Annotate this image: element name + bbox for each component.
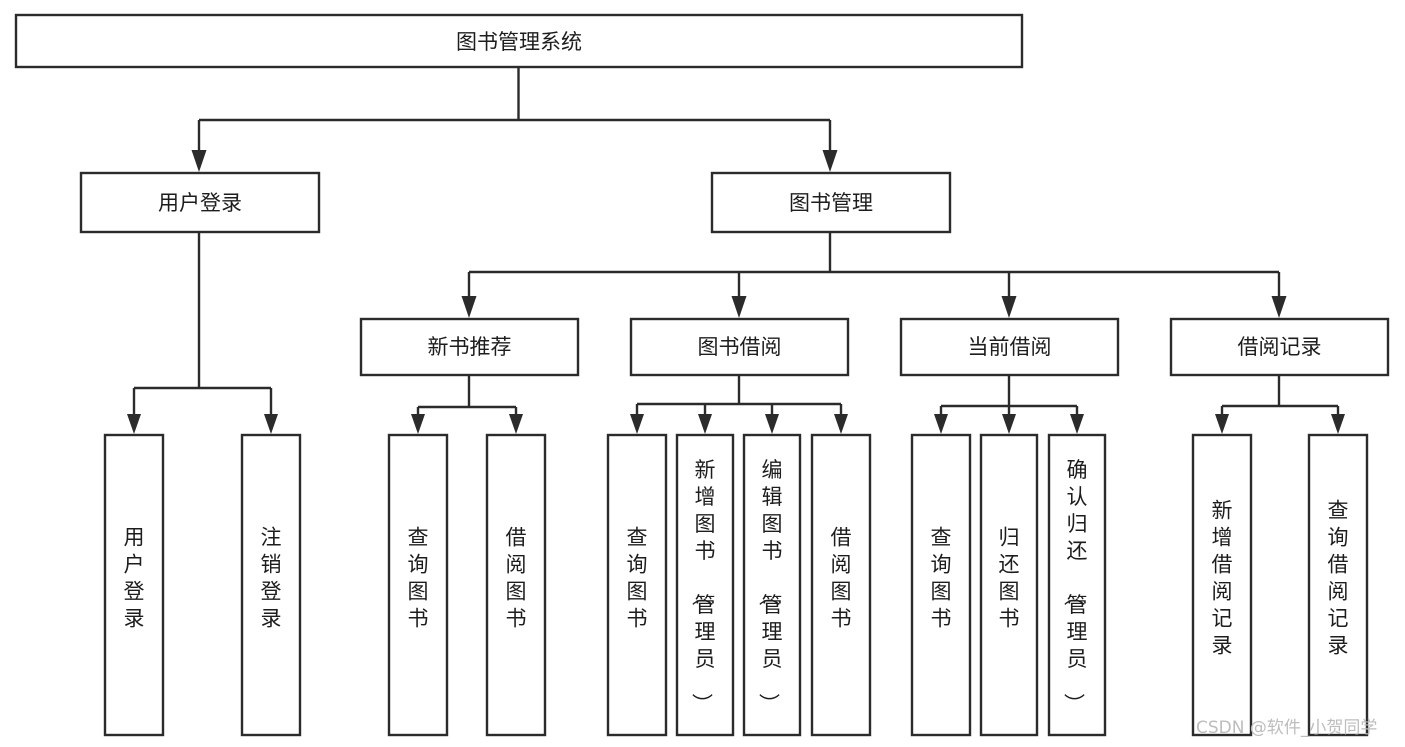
node-borrow-record-box[interactable]: [1169, 317, 1390, 377]
leaf-label: 查询图书: [408, 526, 429, 631]
arrow-head-icon: [1215, 414, 1229, 434]
connector-group-root: [191, 67, 838, 172]
node-borrow-record[interactable]: 借阅记录: [1169, 317, 1390, 377]
arrow-head-icon: [731, 296, 747, 318]
arrow-head-icon: [264, 414, 278, 434]
arrow-head-icon: [765, 414, 779, 434]
leaf-node[interactable]: 编辑图书（管理员）: [742, 433, 802, 737]
node-borrow-record-label: 借阅记录: [1238, 335, 1322, 359]
connector-group-user-login: [127, 232, 278, 434]
leaf-node[interactable]: 查询借阅记录: [1307, 433, 1369, 737]
node-current-borrow-label: 当前借阅: [968, 335, 1052, 359]
node-new-book-recommend-box[interactable]: [359, 317, 580, 377]
arrow-head-icon: [461, 296, 477, 318]
leaf-box[interactable]: [240, 433, 302, 737]
node-book-management[interactable]: 图书管理: [710, 171, 952, 234]
leaf-box[interactable]: [742, 433, 802, 737]
node-book-borrow-label: 图书借阅: [698, 335, 782, 359]
leaf-node[interactable]: 注销登录: [240, 433, 302, 737]
leaf-label: 用户登录: [124, 526, 145, 631]
leaf-node[interactable]: 归还图书: [979, 433, 1039, 737]
arrow-head-icon: [834, 414, 848, 434]
node-current-borrow-box[interactable]: [899, 317, 1120, 377]
connector-group-book-borrow: [630, 375, 848, 434]
node-book-borrow-box[interactable]: [629, 317, 850, 377]
leaf-label: 编辑图书（管理员）: [757, 458, 783, 714]
connector-group-borrow-record: [1215, 375, 1345, 434]
leaf-label: 确认归还（管理员）: [1062, 458, 1088, 714]
leaf-box[interactable]: [1191, 433, 1253, 737]
leaf-node[interactable]: 确认归还（管理员）: [1047, 433, 1107, 737]
leaf-node[interactable]: 借阅图书: [810, 433, 872, 737]
connector-group-book-mgmt: [461, 232, 1287, 318]
connector-group-new-book: [411, 375, 523, 434]
leaf-box[interactable]: [979, 433, 1039, 737]
node-user-login-box[interactable]: [79, 171, 321, 234]
arrow-head-icon: [1070, 414, 1084, 434]
leaf-box[interactable]: [910, 433, 972, 737]
arrow-head-icon: [1271, 296, 1287, 318]
leaf-node[interactable]: 查询图书: [606, 433, 668, 737]
leaf-box[interactable]: [103, 433, 165, 737]
connector-group-current-borrow: [934, 375, 1084, 434]
leaf-node[interactable]: 借阅图书: [485, 433, 547, 737]
node-new-book-recommend[interactable]: 新书推荐: [359, 317, 580, 377]
arrow-head-icon: [1002, 414, 1016, 434]
arrow-head-icon: [822, 150, 838, 172]
node-new-book-recommend-label: 新书推荐: [428, 335, 512, 359]
leaf-box[interactable]: [810, 433, 872, 737]
arrow-head-icon: [509, 414, 523, 434]
arrow-head-icon: [127, 414, 141, 434]
leaf-label: 借阅图书: [506, 526, 527, 631]
node-book-borrow[interactable]: 图书借阅: [629, 317, 850, 377]
arrow-head-icon: [191, 150, 207, 172]
leaf-label: 借阅图书: [831, 526, 852, 631]
node-book-management-label: 图书管理: [789, 191, 873, 215]
leaf-label: 新增借阅记录: [1212, 499, 1233, 658]
leaf-label: 归还图书: [999, 526, 1020, 631]
leaf-label: 新增图书（管理员）: [690, 458, 716, 714]
leaf-node[interactable]: 查询图书: [910, 433, 972, 737]
leaf-box[interactable]: [1307, 433, 1369, 737]
leaf-node[interactable]: 用户登录: [103, 433, 165, 737]
leaf-label: 查询借阅记录: [1328, 499, 1349, 658]
arrow-head-icon: [698, 414, 712, 434]
leaf-label: 查询图书: [931, 526, 952, 631]
arrow-head-icon: [411, 414, 425, 434]
arrow-head-icon: [630, 414, 644, 434]
node-user-login-label: 用户登录: [158, 191, 242, 215]
leaf-box[interactable]: [1047, 433, 1107, 737]
leaf-node[interactable]: 新增借阅记录: [1191, 433, 1253, 737]
leaf-box[interactable]: [387, 433, 449, 737]
node-book-management-box[interactable]: [710, 171, 952, 234]
leaf-node[interactable]: 新增图书（管理员）: [675, 433, 735, 737]
node-root-label: 图书管理系统: [456, 30, 582, 54]
leaf-label: 注销登录: [261, 526, 282, 631]
leaf-box[interactable]: [675, 433, 735, 737]
arrow-head-icon: [1331, 414, 1345, 434]
leaf-node[interactable]: 查询图书: [387, 433, 449, 737]
leaf-label: 查询图书: [627, 526, 648, 631]
node-user-login[interactable]: 用户登录: [79, 171, 321, 234]
leaf-box[interactable]: [606, 433, 668, 737]
arrow-head-icon: [1001, 296, 1017, 318]
node-root-box[interactable]: [14, 13, 1024, 69]
node-root[interactable]: 图书管理系统: [14, 13, 1024, 69]
node-current-borrow[interactable]: 当前借阅: [899, 317, 1120, 377]
leaf-box[interactable]: [485, 433, 547, 737]
watermark-text: CSDN @软件_小贺同学: [1196, 718, 1377, 738]
arrow-head-icon: [934, 414, 948, 434]
